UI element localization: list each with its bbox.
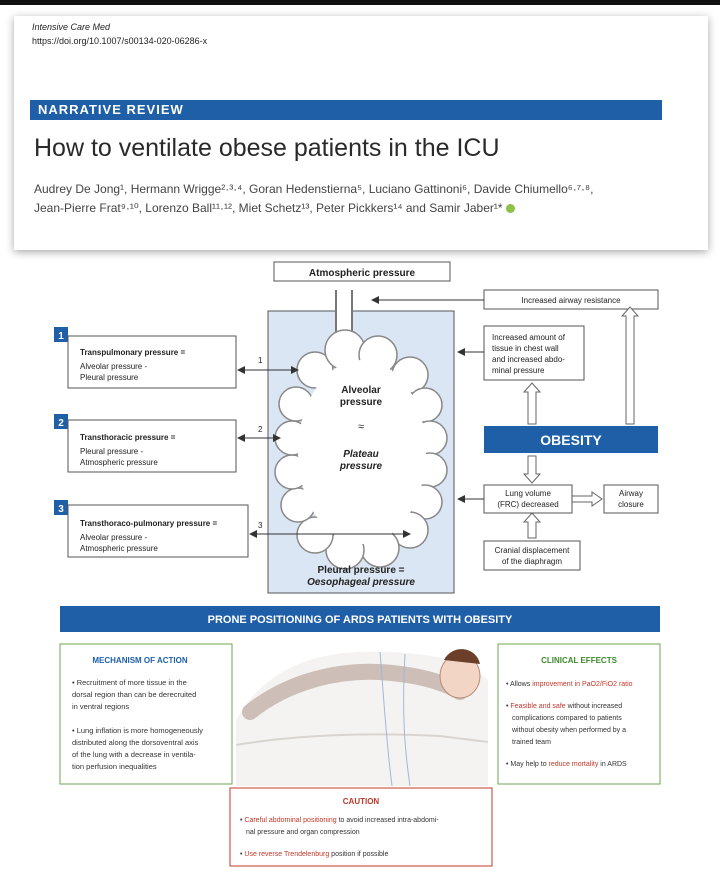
caution-box bbox=[229, 787, 493, 867]
caution1-l1: • Careful abdominal positioning to avoid… bbox=[240, 817, 439, 824]
box2-title: Transthoracic pressure = bbox=[80, 433, 176, 442]
alveolar-label-2: pressure bbox=[340, 397, 383, 408]
article-header-card bbox=[14, 16, 708, 250]
mech1-l2: dorsal region than can be derecruited bbox=[72, 690, 196, 699]
lung-shape bbox=[274, 329, 448, 570]
caution1-l2: nal pressure and organ compression bbox=[246, 829, 360, 836]
mech2-l3: of the lung with a decrease in ventila- bbox=[72, 750, 196, 759]
mechanism-box bbox=[59, 643, 233, 785]
airway-resistance-label: Increased airway resistance bbox=[521, 296, 621, 305]
prone-banner-label: PRONE POSITIONING OF ARDS PATIENTS WITH … bbox=[208, 614, 513, 626]
chest-wall-l1: Increased amount of bbox=[492, 333, 566, 342]
atmospheric-box bbox=[273, 261, 451, 282]
box2-line2: Atmospheric pressure bbox=[80, 458, 158, 467]
clin3: • May help to reduce mortality in ARDS bbox=[506, 761, 627, 768]
mech2-l2: distributed along the dorsoventral axis bbox=[72, 738, 199, 747]
box1-line1: Alveolar pressure - bbox=[80, 362, 147, 371]
box1-title: Transpulmonary pressure = bbox=[80, 348, 185, 357]
orcid-icon[interactable] bbox=[505, 204, 515, 214]
box2-line1: Pleural pressure - bbox=[80, 447, 143, 456]
chest-wall-box bbox=[483, 325, 585, 381]
pressure-box-2: 2 Transthoracic pressure = Pleural press… bbox=[54, 414, 237, 473]
trachea-lumen bbox=[337, 290, 351, 342]
plateau-label-2: pressure bbox=[339, 461, 383, 472]
pressure-box-1: 1 Transpulmonary pressure = Alveolar pre… bbox=[54, 327, 237, 389]
doi-link[interactable]: https://doi.org/10.1007/s00134-020-06286… bbox=[32, 36, 208, 46]
box3-number: 3 bbox=[58, 504, 64, 515]
box1-number: 1 bbox=[58, 331, 64, 342]
chest-wall-l4: minal pressure bbox=[492, 366, 545, 375]
box2-number: 2 bbox=[58, 418, 64, 429]
mech1-l3: in ventral regions bbox=[72, 702, 129, 711]
hollow-arrows bbox=[522, 306, 640, 539]
pressure-box-3: 3 Transthoraco-pulmonary pressure = Alve… bbox=[54, 500, 249, 558]
obesity-label: OBESITY bbox=[540, 432, 602, 448]
author-list: Audrey De Jong¹, Hermann Wrigge²·³·⁴, Go… bbox=[34, 180, 674, 218]
clinical-title: CLINICAL EFFECTS bbox=[541, 656, 618, 665]
mech1-l1: • Recruitment of more tissue in the bbox=[72, 678, 187, 687]
top-border bbox=[0, 0, 720, 5]
clinical-box bbox=[497, 643, 661, 785]
cranial-l2: of the diaphragm bbox=[502, 557, 562, 566]
arrow-1-label: 1 bbox=[258, 356, 263, 365]
clin2-l2: complications compared to patients bbox=[512, 715, 622, 722]
chest-wall-l3: and increased abdo- bbox=[492, 355, 565, 364]
clin2-l3: without obesity when performed by a bbox=[511, 727, 626, 734]
cranial-box bbox=[483, 540, 581, 571]
mech2-l1: • Lung inflation is more homogeneously bbox=[72, 726, 203, 735]
prone-banner bbox=[60, 606, 660, 632]
arrow-3-label: 3 bbox=[258, 521, 263, 530]
arrow-2-label: 2 bbox=[258, 425, 263, 434]
authors-line-2: Jean-Pierre Frat⁹·¹⁰, Lorenzo Ball¹¹·¹²,… bbox=[34, 201, 503, 215]
clin1: • Allows improvement in PaO2/FiO2 ratio bbox=[506, 681, 633, 688]
box3-line1: Alveolar pressure - bbox=[80, 533, 147, 542]
atmospheric-label: Atmospheric pressure bbox=[309, 268, 416, 279]
pleural-label-1: Pleural pressure = bbox=[318, 565, 405, 576]
journal-name: Intensive Care Med bbox=[32, 22, 111, 32]
box3-title: Transthoraco-pulmonary pressure = bbox=[80, 519, 217, 528]
authors-line-1: Audrey De Jong¹, Hermann Wrigge²·³·⁴, Go… bbox=[34, 182, 594, 196]
clin2-l4: trained team bbox=[512, 739, 551, 746]
caution-title: CAUTION bbox=[343, 797, 380, 806]
article-title: How to ventilate obese patients in the I… bbox=[34, 134, 500, 162]
pleural-label-2: Oesophageal pressure bbox=[307, 577, 415, 588]
obesity-box bbox=[484, 426, 658, 453]
section-label: NARRATIVE REVIEW bbox=[38, 102, 184, 117]
prone-patient-illustration bbox=[235, 649, 489, 787]
airway-closure-l1: Airway bbox=[619, 489, 643, 498]
approx-sign: ≈ bbox=[358, 421, 364, 433]
clin2-l1: • Feasible and safe without increased bbox=[506, 703, 622, 710]
caution2: • Use reverse Trendelenburg position if … bbox=[240, 851, 388, 858]
airway-closure-l2: closure bbox=[618, 500, 644, 509]
airway-closure-box bbox=[603, 484, 659, 514]
lung-volume-l2: (FRC) decreased bbox=[497, 500, 558, 509]
alveolar-label-1: Alveolar bbox=[341, 385, 381, 396]
cranial-l1: Cranial displacement bbox=[495, 546, 570, 555]
mechanism-title: MECHANISM OF ACTION bbox=[92, 656, 187, 665]
section-banner: NARRATIVE REVIEW bbox=[30, 100, 662, 120]
box3-line2: Atmospheric pressure bbox=[80, 544, 158, 553]
chest-wall-l2: tissue in chest wall bbox=[492, 344, 559, 353]
plateau-label-1: Plateau bbox=[343, 449, 379, 460]
box1-line2: Pleural pressure bbox=[80, 373, 139, 382]
mech2-l4: tion perfusion inequalities bbox=[72, 762, 157, 771]
lung-volume-l1: Lung volume bbox=[505, 489, 551, 498]
